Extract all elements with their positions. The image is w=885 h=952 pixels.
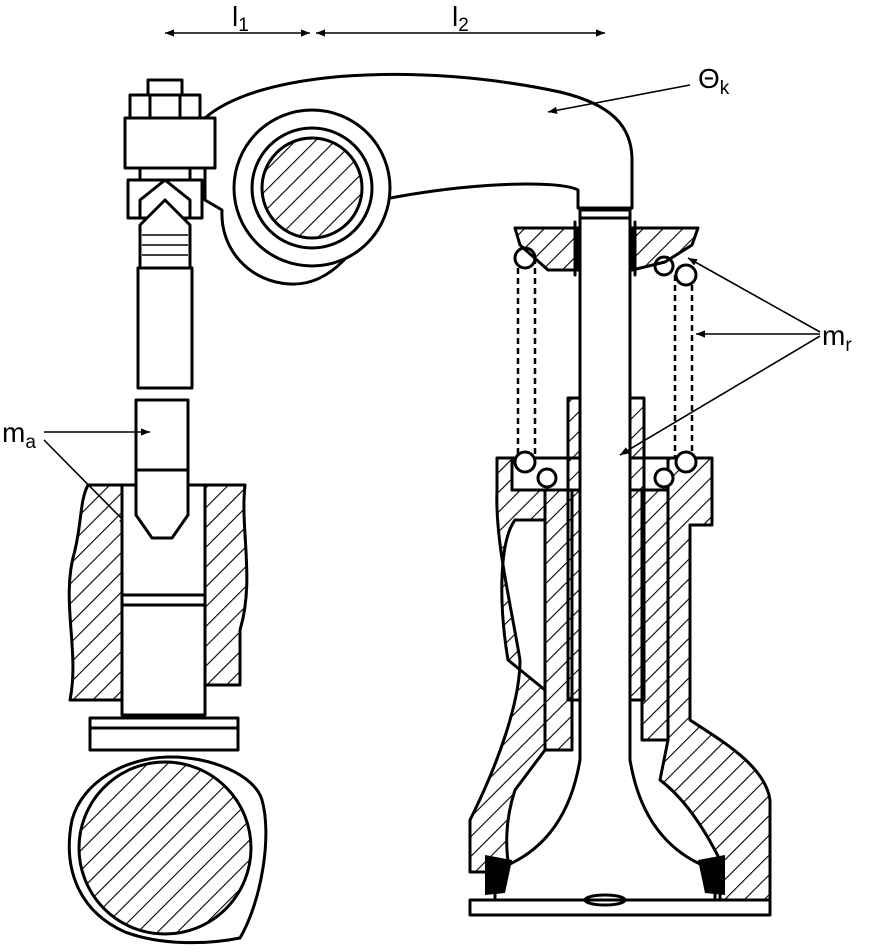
spring-retainer xyxy=(513,220,700,277)
camshaft xyxy=(67,755,268,945)
leader-m-r-valve xyxy=(619,335,821,456)
leader-m-r-retainer xyxy=(687,257,821,333)
label-m-r: mr xyxy=(822,320,852,356)
label-l2: l2 xyxy=(452,1,469,36)
valve xyxy=(468,208,772,917)
label-l1: l1 xyxy=(232,1,249,36)
leader-theta-k xyxy=(547,84,691,114)
label-m-a: ma xyxy=(2,417,36,453)
tappet xyxy=(88,468,240,752)
tappet-guide xyxy=(67,483,249,702)
label-theta-k: Θk xyxy=(698,63,730,99)
